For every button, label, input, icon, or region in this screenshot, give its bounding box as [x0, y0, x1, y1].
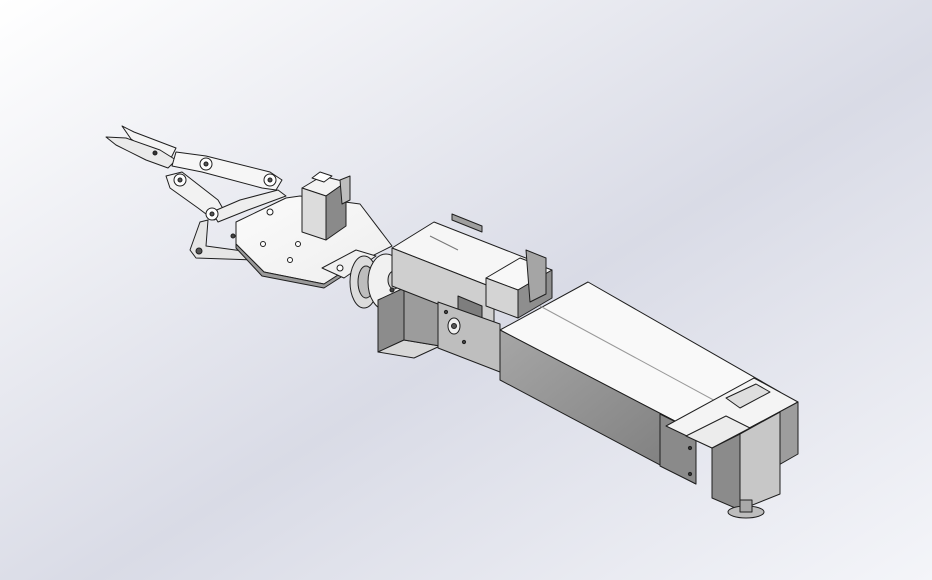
- shoulder-servo-block: [725, 383, 771, 409]
- plate-hole-4: [287, 257, 293, 263]
- wrist-plate[interactable]: [230, 195, 393, 289]
- gripper-pivot-2-hole: [177, 177, 183, 183]
- gripper-side-bar: [189, 219, 256, 261]
- upper-arm-screw-2: [687, 471, 693, 477]
- joint-bolt: [389, 287, 395, 293]
- gripper-blade-lower: [105, 136, 177, 169]
- gripper-servo[interactable]: [301, 171, 351, 241]
- upper-arm-seam: [539, 305, 733, 411]
- robotic-arm-assembly[interactable]: [105, 125, 799, 519]
- forearm-box[interactable]: [391, 213, 553, 327]
- gripper-assembly[interactable]: [105, 125, 287, 261]
- servo-horn-hub: [451, 323, 457, 329]
- plate-hole-1: [266, 208, 274, 216]
- gripper-tip-pivot: [152, 150, 158, 156]
- gripper-link-upper: [171, 151, 283, 191]
- forearm-seam: [429, 235, 459, 251]
- forearm-servo-ear: [525, 249, 547, 303]
- plate-hole-3: [260, 241, 266, 247]
- plate-hole-2: [295, 241, 301, 247]
- shoulder-lip: [685, 415, 751, 449]
- base-foot-shaft: [739, 499, 753, 513]
- side-plate-screw-2: [461, 339, 467, 345]
- elbow-side-plate[interactable]: [437, 301, 501, 373]
- gripper-pivot-4-hole: [209, 211, 215, 217]
- upper-arm-screw-1: [687, 445, 693, 451]
- gripper-servo-ear: [339, 175, 351, 205]
- side-plate-screw-1: [443, 309, 449, 315]
- plate-hole-6: [230, 233, 236, 239]
- gripper-servo-cap: [311, 171, 333, 183]
- gripper-cross-link: [211, 189, 287, 223]
- gripper-servo-front: [301, 187, 327, 241]
- gripper-pivot-5: [195, 247, 203, 255]
- gripper-pivot-3-hole: [267, 177, 273, 183]
- gripper-pivot-1-hole: [203, 161, 209, 167]
- forearm-tab: [451, 213, 483, 233]
- shoulder-base[interactable]: [665, 377, 799, 519]
- plate-hole-5: [336, 264, 344, 272]
